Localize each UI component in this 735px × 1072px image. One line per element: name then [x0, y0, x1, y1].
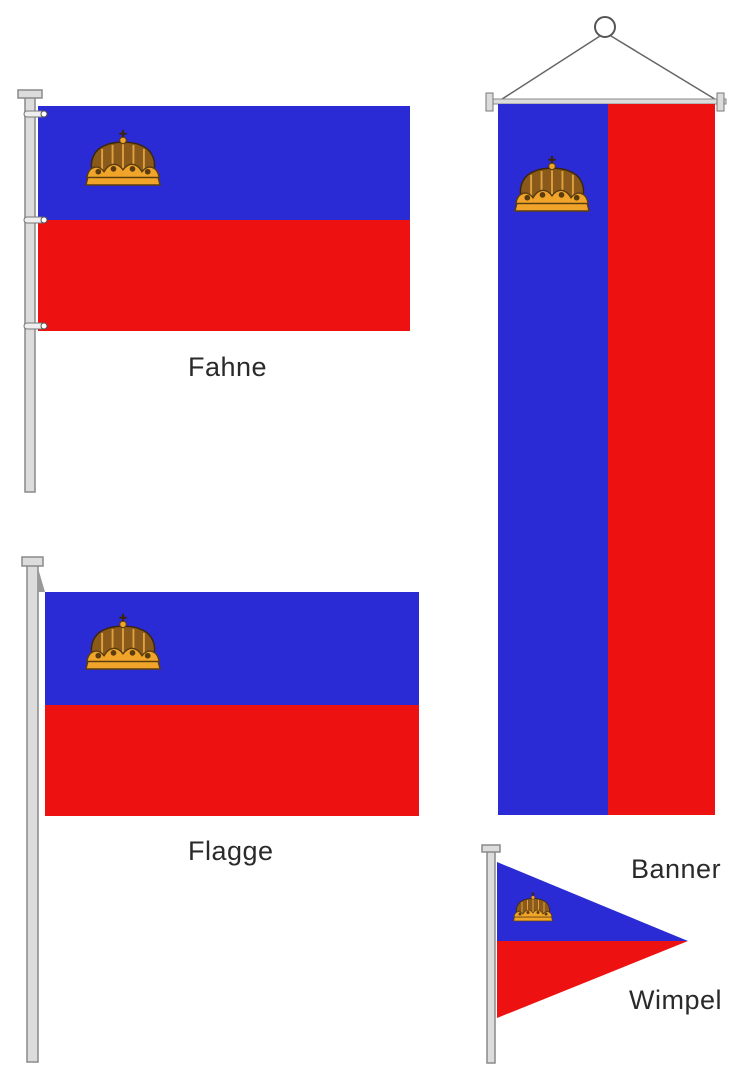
fahne-ring-top — [24, 111, 47, 117]
wimpel-pole — [487, 851, 495, 1063]
wimpel-pole-cap — [482, 845, 500, 852]
banner-crossbar-end-left — [486, 93, 493, 111]
banner-cord — [499, 36, 718, 101]
fahne-figure — [18, 90, 410, 492]
flagge-label: Flagge — [188, 836, 274, 867]
banner-hanging-ring — [595, 17, 615, 37]
banner-crossbar-end-right — [717, 93, 724, 111]
fahne-ring-middle — [24, 217, 47, 223]
flagge-stripe-red — [45, 705, 419, 816]
banner-figure — [486, 17, 726, 815]
banner-crossbar — [486, 99, 726, 104]
fahne-pole — [25, 96, 35, 492]
flagge-figure — [22, 557, 419, 1062]
wimpel-label: Wimpel — [629, 985, 722, 1016]
banner-label: Banner — [631, 854, 721, 885]
fahne-pole-cap — [18, 90, 42, 98]
flagge-pole-cap — [22, 557, 43, 566]
flagge-pole — [27, 565, 38, 1062]
fahne-stripe-red — [38, 220, 410, 331]
fahne-ring-bottom — [24, 323, 47, 329]
banner-stripe-red — [608, 104, 715, 815]
fahne-label: Fahne — [188, 352, 267, 383]
